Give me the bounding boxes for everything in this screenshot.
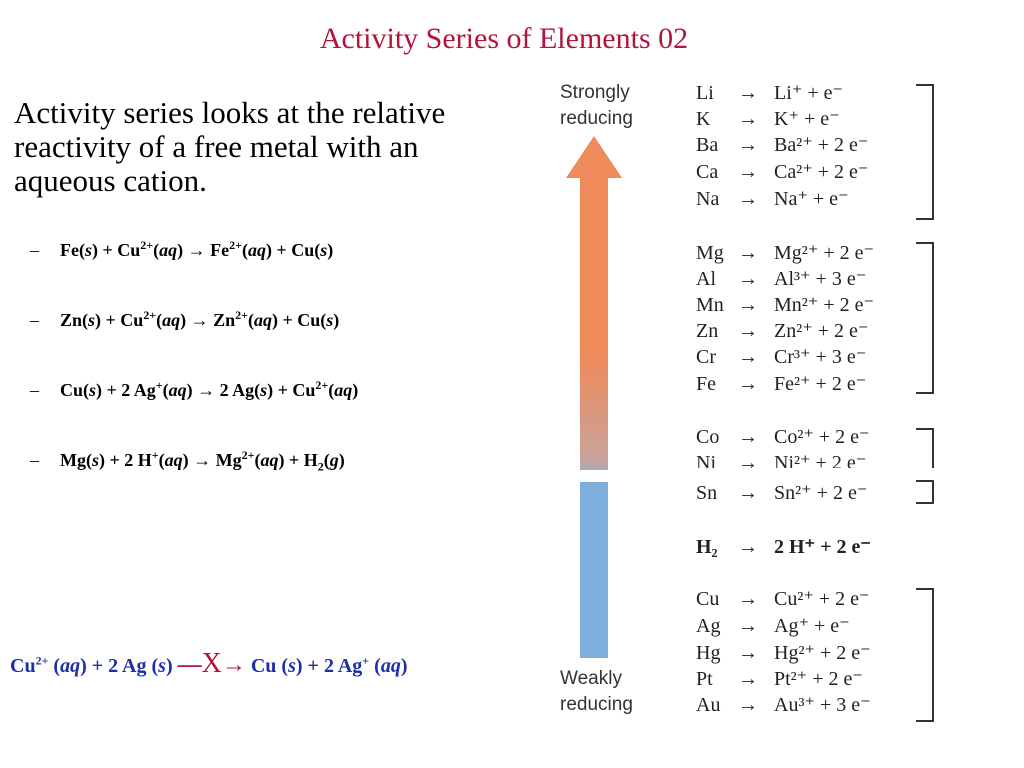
reaction-list: – Fe(s) + Cu2+(aq) → Fe2+(aq) + Cu(s) – … bbox=[30, 238, 550, 520]
series-arrow: → bbox=[738, 536, 758, 558]
reaction-text: Mg(s) + 2 H+(aq) → Mg2+(aq) + H2(g) bbox=[60, 448, 345, 474]
series-arrow: → bbox=[738, 615, 758, 637]
series-element: Pt bbox=[696, 668, 713, 690]
reaction-text: Fe(s) + Cu2+(aq) → Fe2+(aq) + Cu(s) bbox=[60, 238, 334, 260]
series-arrow: → bbox=[738, 242, 758, 264]
list-dash: – bbox=[30, 240, 39, 260]
reaction-text: Zn(s) + Cu2+(aq) → Zn2+(aq) + Cu(s) bbox=[60, 308, 340, 330]
list-dash: – bbox=[30, 380, 39, 400]
series-arrow: → bbox=[738, 426, 758, 448]
series-element: Al bbox=[696, 268, 716, 290]
series-element: Co bbox=[696, 426, 720, 448]
series-element: Au bbox=[696, 694, 721, 716]
reducing-strength-arrow-icon bbox=[564, 136, 624, 658]
series-products: Fe²⁺ + 2 e⁻ bbox=[774, 373, 867, 395]
series-arrow: → bbox=[738, 320, 758, 342]
series-products: Li⁺ + e⁻ bbox=[774, 82, 844, 104]
reaction-mg-h: – Mg(s) + 2 H+(aq) → Mg2+(aq) + H2(g) bbox=[30, 448, 550, 520]
series-products: Co²⁺ + 2 e⁻ bbox=[774, 426, 870, 448]
series-arrow: → bbox=[738, 108, 758, 130]
series-element: Ca bbox=[696, 161, 719, 183]
series-element: H₂ bbox=[696, 536, 718, 558]
series-arrow: → bbox=[738, 294, 758, 316]
series-products: Hg²⁺ + 2 e⁻ bbox=[774, 642, 871, 664]
series-element: Ag bbox=[696, 615, 721, 637]
series-arrow: → bbox=[738, 161, 758, 183]
series-element: Li bbox=[696, 82, 714, 104]
series-products: Mn²⁺ + 2 e⁻ bbox=[774, 294, 875, 316]
slide-title: Activity Series of Elements 02 bbox=[319, 22, 689, 55]
series-element: Hg bbox=[696, 642, 721, 664]
series-products: Na⁺ + e⁻ bbox=[774, 188, 849, 210]
reaction-zn-cu: – Zn(s) + Cu2+(aq) → Zn2+(aq) + Cu(s) bbox=[30, 308, 550, 380]
series-arrow: → bbox=[738, 82, 758, 104]
series-products: Mg²⁺ + 2 e⁻ bbox=[774, 242, 875, 264]
series-element: Mg bbox=[696, 242, 724, 264]
series-products: Au³⁺ + 3 e⁻ bbox=[774, 694, 871, 716]
series-arrow: → bbox=[738, 134, 758, 156]
series-element: Fe bbox=[696, 373, 716, 395]
series-arrow: → bbox=[738, 373, 758, 395]
series-products: Sn²⁺ + 2 e⁻ bbox=[774, 482, 868, 504]
figure-gap bbox=[690, 468, 960, 480]
series-arrow: → bbox=[738, 642, 758, 664]
series-products: Ag⁺ + e⁻ bbox=[774, 615, 850, 637]
series-arrow: → bbox=[738, 188, 758, 210]
intro-text: Activity series looks at the relative re… bbox=[14, 95, 446, 198]
series-products: Ba²⁺ + 2 e⁻ bbox=[774, 134, 869, 156]
series-element: K bbox=[696, 108, 711, 130]
reaction-fe-cu: – Fe(s) + Cu2+(aq) → Fe2+(aq) + Cu(s) bbox=[30, 238, 550, 310]
series-element: Mn bbox=[696, 294, 724, 316]
series-arrow: → bbox=[738, 482, 758, 504]
non-reaction-equation: Cu2+ (aq) + 2 Ag (s) —X→ Cu (s) + 2 Ag+ … bbox=[10, 648, 408, 679]
group-bracket bbox=[916, 84, 934, 220]
no-reaction-mark: X bbox=[201, 648, 222, 679]
reaction-text: Cu(s) + 2 Ag+(aq) → 2 Ag(s) + Cu2+(aq) bbox=[60, 378, 359, 400]
series-arrow: → bbox=[738, 588, 758, 610]
list-dash: – bbox=[30, 310, 39, 330]
series-arrow: → bbox=[738, 668, 758, 690]
series-element: Sn bbox=[696, 482, 718, 504]
weakly-reducing-label: Weakly reducing bbox=[560, 668, 633, 715]
group-bracket bbox=[916, 588, 934, 722]
list-dash: – bbox=[30, 450, 39, 470]
series-element: Ba bbox=[696, 134, 719, 156]
series-arrow: → bbox=[738, 694, 758, 716]
series-products: Cu²⁺ + 2 e⁻ bbox=[774, 588, 870, 610]
series-products: K⁺ + e⁻ bbox=[774, 108, 840, 130]
series-products: Zn²⁺ + 2 e⁻ bbox=[774, 320, 869, 342]
series-products: Pt²⁺ + 2 e⁻ bbox=[774, 668, 863, 690]
series-arrow: → bbox=[738, 346, 758, 368]
group-bracket bbox=[916, 242, 934, 394]
series-products: Ca²⁺ + 2 e⁻ bbox=[774, 161, 869, 183]
reaction-cu-ag: – Cu(s) + 2 Ag+(aq) → 2 Ag(s) + Cu2+(aq) bbox=[30, 378, 550, 450]
group-bracket bbox=[916, 480, 934, 504]
series-products: 2 H⁺ + 2 e⁻ bbox=[774, 536, 871, 558]
series-element: Cu bbox=[696, 588, 720, 610]
series-element: Cr bbox=[696, 346, 716, 368]
strongly-reducing-label: Strongly reducing bbox=[560, 82, 633, 129]
series-products: Cr³⁺ + 3 e⁻ bbox=[774, 346, 867, 368]
series-arrow: → bbox=[738, 268, 758, 290]
series-products: Al³⁺ + 3 e⁻ bbox=[774, 268, 867, 290]
series-element: Zn bbox=[696, 320, 719, 342]
series-element: Na bbox=[696, 188, 720, 210]
